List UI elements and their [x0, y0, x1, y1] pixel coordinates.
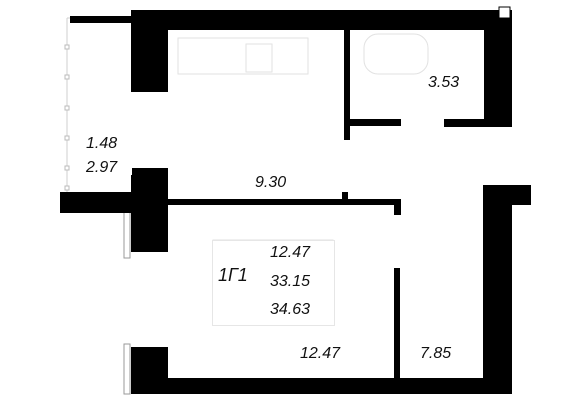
total-area: 33.15: [270, 273, 311, 290]
balcony-area-b: 2.97: [86, 159, 118, 176]
railing-posts: [64, 44, 70, 191]
balcony-area-a: 1.48: [86, 135, 118, 152]
vent-icon: [498, 6, 511, 19]
walls: [60, 10, 531, 394]
bathroom-area: 3.53: [428, 74, 460, 91]
kitchen-area: 7.85: [420, 345, 452, 362]
window-frames: [123, 209, 131, 395]
living-room-area: 12.47: [300, 345, 341, 362]
living-area: 12.47: [270, 244, 311, 261]
total-area-with-balcony: 34.63: [270, 301, 311, 318]
apartment-summary-box: [212, 240, 335, 326]
hall-area: 9.30: [255, 174, 287, 191]
apartment-type: 1Г1: [218, 265, 248, 285]
